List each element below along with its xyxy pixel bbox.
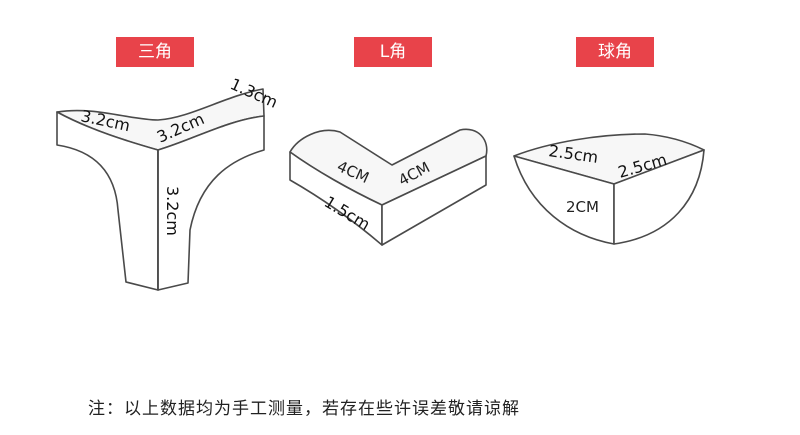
l-corner-shape	[289, 128, 488, 246]
ball-corner-badge: 球角	[576, 37, 654, 67]
triangle-corner-badge: 三角	[116, 37, 194, 67]
triangle-height-dimension: 3.2cm	[163, 186, 182, 236]
measurement-note: 注：以上数据均为手工测量，若存在些许误差敬请谅解	[88, 399, 520, 419]
l-corner-badge: L角	[354, 37, 432, 67]
ball-corner-shape	[513, 133, 705, 245]
ball-height-dimension: 2CM	[566, 198, 599, 216]
triangle-corner-shape	[56, 88, 265, 291]
